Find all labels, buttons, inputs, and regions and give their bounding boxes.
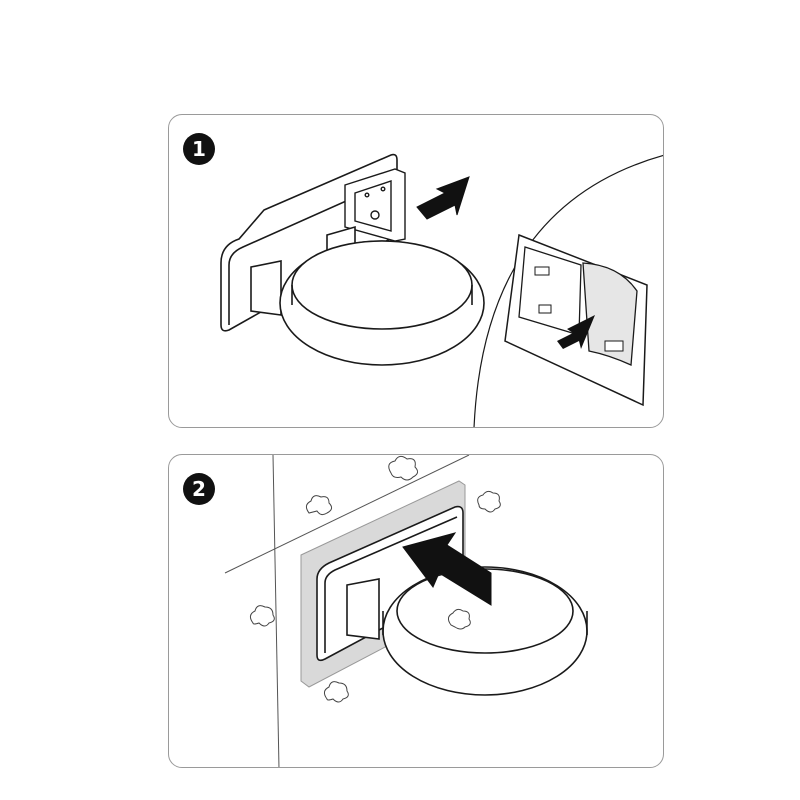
push-arrow	[416, 176, 470, 220]
step-1-illustration	[220, 153, 663, 427]
step-2-panel: 2	[168, 454, 664, 768]
step-number-badge: 1	[183, 133, 215, 165]
step-1-panel: 1	[168, 114, 664, 428]
peel-arrow	[557, 315, 595, 349]
step-2-illustration	[224, 455, 588, 767]
ring-holder	[250, 225, 485, 366]
step-number-badge: 2	[183, 473, 215, 505]
mounting-bracket	[344, 168, 406, 242]
ring-holder	[346, 566, 588, 696]
wall-corner-lines	[224, 455, 470, 767]
press-arrow	[402, 532, 492, 606]
detail-inset	[473, 154, 663, 427]
air-puff-marks	[249, 455, 501, 703]
